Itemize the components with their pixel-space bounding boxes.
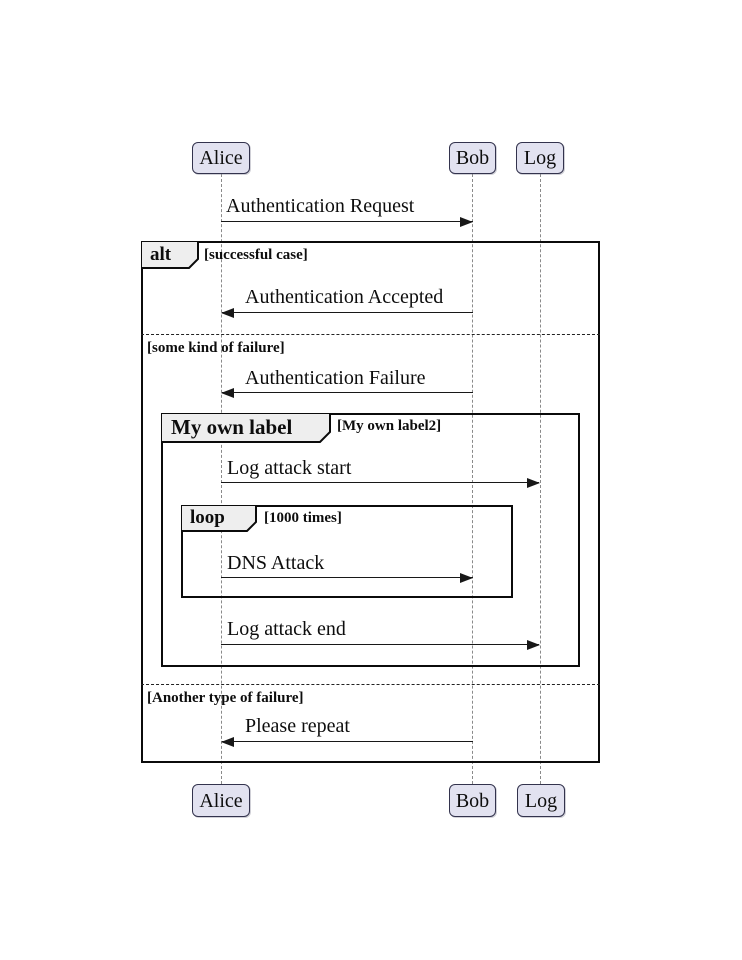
message-log-attack-start-line: [221, 482, 539, 483]
message-dns-attack-label: DNS Attack: [227, 552, 325, 574]
participant-bob-top-label: Bob: [455, 147, 490, 169]
arrowhead-right-icon: [527, 640, 540, 650]
alt-fragment-frame: [141, 241, 600, 763]
message-auth-accepted-line: [222, 312, 473, 313]
participant-alice-top-label: Alice: [199, 147, 243, 169]
message-auth-request-label: Authentication Request: [226, 195, 415, 217]
arrowhead-right-icon: [527, 478, 540, 488]
lifeline-alice: [221, 174, 222, 784]
alt-divider-1: [141, 334, 600, 335]
message-log-attack-end-line: [221, 644, 539, 645]
participant-log-top-label: Log: [523, 147, 557, 169]
alt-divider-2: [141, 684, 600, 685]
participant-bob-top: Bob: [449, 142, 496, 174]
arrowhead-left-icon: [221, 737, 234, 747]
arrowhead-right-icon: [460, 573, 473, 583]
message-auth-accepted-label: Authentication Accepted: [245, 286, 444, 308]
lifeline-log: [540, 174, 541, 784]
message-please-repeat-label: Please repeat: [245, 715, 350, 737]
arrowhead-left-icon: [221, 308, 234, 318]
message-log-attack-end-label: Log attack end: [227, 618, 346, 640]
else2-condition-label: [Another type of failure]: [147, 690, 304, 706]
message-auth-failure-line: [222, 392, 473, 393]
else1-condition-label: [some kind of failure]: [147, 340, 285, 356]
group-keyword: My own label: [171, 415, 293, 439]
message-auth-request-line: [221, 221, 473, 222]
participant-log-bottom-label: Log: [524, 789, 558, 812]
loop-condition-label: [1000 times]: [264, 510, 342, 526]
group-fragment-frame: [161, 413, 580, 667]
message-auth-failure-label: Authentication Failure: [245, 367, 426, 389]
message-log-attack-start-label: Log attack start: [227, 457, 352, 479]
alt-fragment-header-shape: [141, 241, 199, 269]
arrowhead-left-icon: [221, 388, 234, 398]
participant-bob-bottom: Bob: [449, 784, 496, 817]
participant-alice-bottom-label: Alice: [199, 789, 243, 812]
loop-keyword: loop: [190, 507, 225, 528]
arrowhead-right-icon: [460, 217, 473, 227]
participant-bob-bottom-label: Bob: [455, 789, 490, 812]
lifeline-bob: [472, 174, 473, 784]
message-dns-attack-line: [221, 577, 473, 578]
group-fragment-header-shape: [161, 413, 331, 443]
participant-log-bottom: Log: [517, 784, 565, 817]
alt-condition-label: [successful case]: [204, 247, 308, 263]
loop-fragment-header-shape: [181, 505, 257, 532]
participant-log-top: Log: [516, 142, 564, 174]
participant-alice-top: Alice: [192, 142, 250, 174]
alt-keyword: alt: [150, 244, 172, 265]
message-please-repeat-line: [222, 741, 473, 742]
loop-fragment-frame: [181, 505, 513, 598]
participant-alice-bottom: Alice: [192, 784, 250, 817]
group-condition-label: [My own label2]: [337, 418, 442, 434]
